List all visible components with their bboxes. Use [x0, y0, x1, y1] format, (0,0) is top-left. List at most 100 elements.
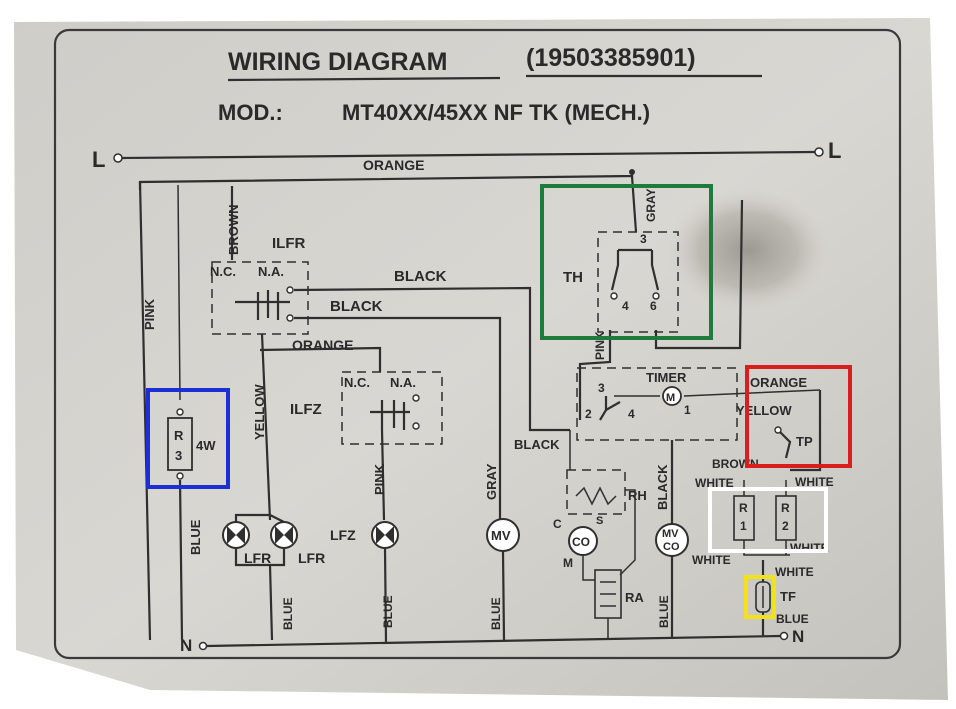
label-black-mvco: BLACK [655, 464, 670, 510]
wire-blue-left [178, 479, 184, 641]
terminal-l-right-dot [814, 147, 824, 157]
line-n [206, 634, 781, 648]
label-white-1: WHITE [695, 476, 734, 490]
wire-mv-blue [501, 550, 506, 641]
label-timer-motor: M [666, 392, 675, 404]
ilfz-switch-box [341, 371, 443, 445]
ilfr-pin-2 [286, 314, 294, 322]
wire-black-2 [294, 316, 502, 520]
diagram-border [53, 28, 902, 660]
r3-letter: R [174, 428, 184, 443]
timer-pin-4: 4 [628, 407, 635, 421]
timer-pin-3: 3 [598, 381, 605, 395]
highlight-r3 [146, 388, 230, 489]
wire-pink-left [138, 181, 152, 641]
tp-pin [774, 426, 782, 434]
label-orange-tp: ORANGE [750, 375, 807, 390]
wire-r3-left [177, 184, 181, 401]
th-switch [610, 248, 660, 291]
label-black-2: BLACK [330, 298, 383, 315]
diagram-code: (19503385901) [526, 44, 696, 72]
smudge-stain [666, 188, 830, 312]
wire-compressor [569, 430, 636, 638]
label-co: CO [572, 535, 590, 549]
terminal-l-left-dot [113, 153, 123, 163]
wire-black-1 [293, 286, 570, 432]
label-blue-mv: BLUE [489, 597, 503, 630]
r1-letter: R [739, 501, 748, 515]
timer-pin-2: 2 [585, 407, 592, 421]
wire-lfr-join [234, 513, 286, 641]
label-gray-mv: GRAY [484, 463, 499, 500]
label-ra: RA [625, 590, 644, 605]
label-orange-top: ORANGE [363, 157, 424, 173]
timer-pin-1: 1 [684, 403, 691, 417]
label-lfr-1: LFR [244, 550, 271, 566]
ilfr-switch-box [211, 261, 309, 335]
highlight-tp [745, 365, 852, 468]
label-pink-left: PINK [142, 298, 157, 330]
label-white-3: WHITE [692, 553, 731, 567]
wire-lfz-blue [383, 547, 388, 643]
r2-number: 2 [782, 519, 789, 533]
ilfr-contacts [235, 290, 290, 320]
label-brown: BROWN [226, 204, 241, 255]
terminal-n-left-dot [198, 641, 208, 651]
title-underline [227, 76, 501, 82]
wire-pink-lfz [380, 429, 386, 521]
th-contact-4 [610, 292, 618, 300]
label-s: S [596, 515, 603, 527]
th-contact-6 [652, 292, 660, 300]
terminal-l-right: L [828, 138, 841, 163]
th-pin-6: 6 [650, 299, 657, 313]
ilfz-na: N.A. [390, 375, 416, 390]
label-mvco-mv: MV [662, 528, 679, 540]
ilfz-contacts [370, 400, 410, 430]
label-ilfr: ILFR [272, 235, 305, 252]
wire-yellow [260, 333, 272, 521]
ilfz-pin-1 [412, 394, 420, 402]
label-tf: TF [780, 589, 796, 604]
label-black-timer: BLACK [514, 437, 560, 452]
lamp-lfr-2 [270, 521, 298, 549]
label-orange-mid: ORANGE [292, 337, 353, 353]
lamp-lfr-1 [222, 521, 250, 549]
label-white-5: WHITE [775, 565, 814, 579]
label-mvco-co: CO [663, 541, 680, 553]
label-tp: TP [796, 434, 813, 449]
ra-contacts [600, 581, 616, 607]
th-pin-4: 4 [622, 299, 629, 313]
label-mv: MV [491, 528, 511, 543]
label-c: C [553, 517, 562, 531]
label-lfr-2: LFR [298, 550, 325, 566]
label-blue-lfr: BLUE [281, 597, 295, 630]
tp-switch [777, 429, 792, 459]
lamp-lfz [371, 521, 399, 549]
wire-th-out [578, 330, 612, 420]
label-blue-mvco: BLUE [657, 595, 671, 628]
r3-watts: 4W [196, 438, 216, 453]
label-th: TH [563, 269, 583, 286]
label-pink-lfz: PINK [372, 463, 387, 495]
r3-bottom-pin [176, 472, 184, 480]
resistor-r3 [167, 417, 193, 471]
label-yellow: YELLOW [252, 384, 267, 440]
junction-top [629, 169, 635, 175]
timer-motor [662, 386, 682, 406]
label-gray-th: GRAY [644, 188, 658, 222]
ilfr-na: N.A. [258, 264, 284, 279]
r1-number: 1 [740, 519, 747, 533]
rh-box [566, 469, 626, 515]
rh-heater [575, 486, 617, 506]
label-rh: RH [628, 488, 647, 503]
label-blue-left: BLUE [188, 519, 203, 555]
terminal-l-left: L [92, 147, 105, 172]
highlight-r1-r2 [708, 487, 828, 553]
r3-top-pin [176, 408, 184, 416]
model-prefix: MOD.: [218, 100, 283, 125]
label-blue-lfz: BLUE [381, 595, 395, 628]
label-pink-th: PINK [593, 331, 607, 360]
ilfz-pin-2 [412, 422, 420, 430]
model-name: MT40XX/45XX NF TK (MECH.) [342, 100, 650, 125]
